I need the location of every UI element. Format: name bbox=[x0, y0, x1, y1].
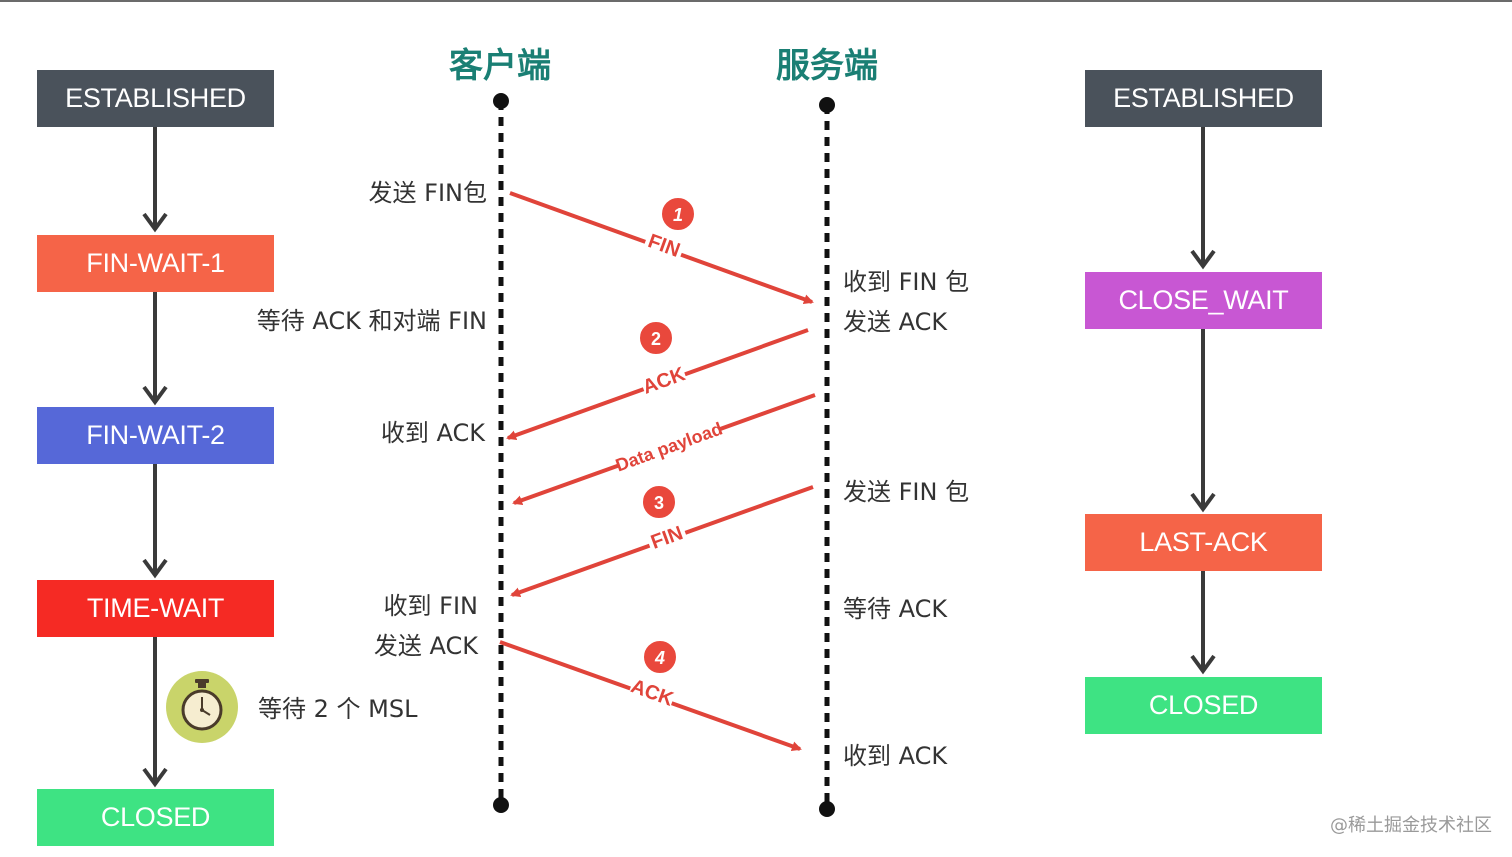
server-timeline-start bbox=[819, 97, 835, 113]
client-label-wait-2msl: 等待 2 个 MSL bbox=[258, 695, 418, 723]
client-label-send-ack: 发送 ACK bbox=[373, 632, 478, 660]
message-3-number: 3 bbox=[654, 493, 664, 513]
client-timeline-start bbox=[493, 93, 509, 109]
client-label-send-fin: 发送 FIN包 bbox=[368, 179, 487, 207]
server-header: 服务端 bbox=[776, 46, 878, 86]
message-2-badge bbox=[638, 320, 674, 356]
client-state-time-wait: TIME-WAIT bbox=[37, 580, 274, 637]
stopwatch-icon bbox=[166, 671, 238, 743]
server-state-closed: CLOSED bbox=[1085, 677, 1322, 734]
client-label-recv-fin: 收到 FIN bbox=[383, 592, 478, 620]
message-1-badge bbox=[660, 196, 696, 232]
server-state-established: ESTABLISHED bbox=[1085, 70, 1322, 127]
message-4-label: ACK bbox=[628, 675, 677, 711]
server-timeline-end bbox=[819, 801, 835, 817]
server-state-last-ack: LAST-ACK bbox=[1085, 514, 1322, 571]
client-state-fin-wait-1: FIN-WAIT-1 bbox=[37, 235, 274, 292]
client-label-recv-ack: 收到 ACK bbox=[380, 419, 485, 447]
client-state-arrows bbox=[142, 127, 168, 788]
server-label-recv-ack: 收到 ACK bbox=[843, 742, 948, 770]
message-4-badge bbox=[642, 639, 678, 675]
client-state-established: ESTABLISHED bbox=[37, 70, 274, 127]
message-2-number: 2 bbox=[651, 329, 661, 349]
watermark: @稀土掘金技术社区 bbox=[1330, 815, 1492, 836]
message-1-number: 1 bbox=[673, 205, 683, 225]
server-label-recv-fin: 收到 FIN 包 bbox=[843, 268, 970, 296]
server-label-send-fin: 发送 FIN 包 bbox=[843, 478, 970, 506]
server-label-wait-ack: 等待 ACK bbox=[843, 595, 948, 623]
client-state-closed: CLOSED bbox=[37, 789, 274, 846]
message-4-number: 4 bbox=[654, 648, 665, 668]
top-border bbox=[0, 0, 1512, 2]
server-label-send-ack: 发送 ACK bbox=[843, 308, 948, 336]
client-label-wait-ack-fin: 等待 ACK 和对端 FIN bbox=[256, 307, 487, 335]
server-state-close-wait: CLOSE_WAIT bbox=[1085, 272, 1322, 329]
client-state-fin-wait-2: FIN-WAIT-2 bbox=[37, 407, 274, 464]
message-3-badge bbox=[641, 484, 677, 520]
message-2-label: ACK bbox=[640, 363, 689, 399]
client-timeline-end bbox=[493, 797, 509, 813]
client-header: 客户端 bbox=[449, 46, 551, 86]
server-state-arrows bbox=[1190, 127, 1216, 675]
